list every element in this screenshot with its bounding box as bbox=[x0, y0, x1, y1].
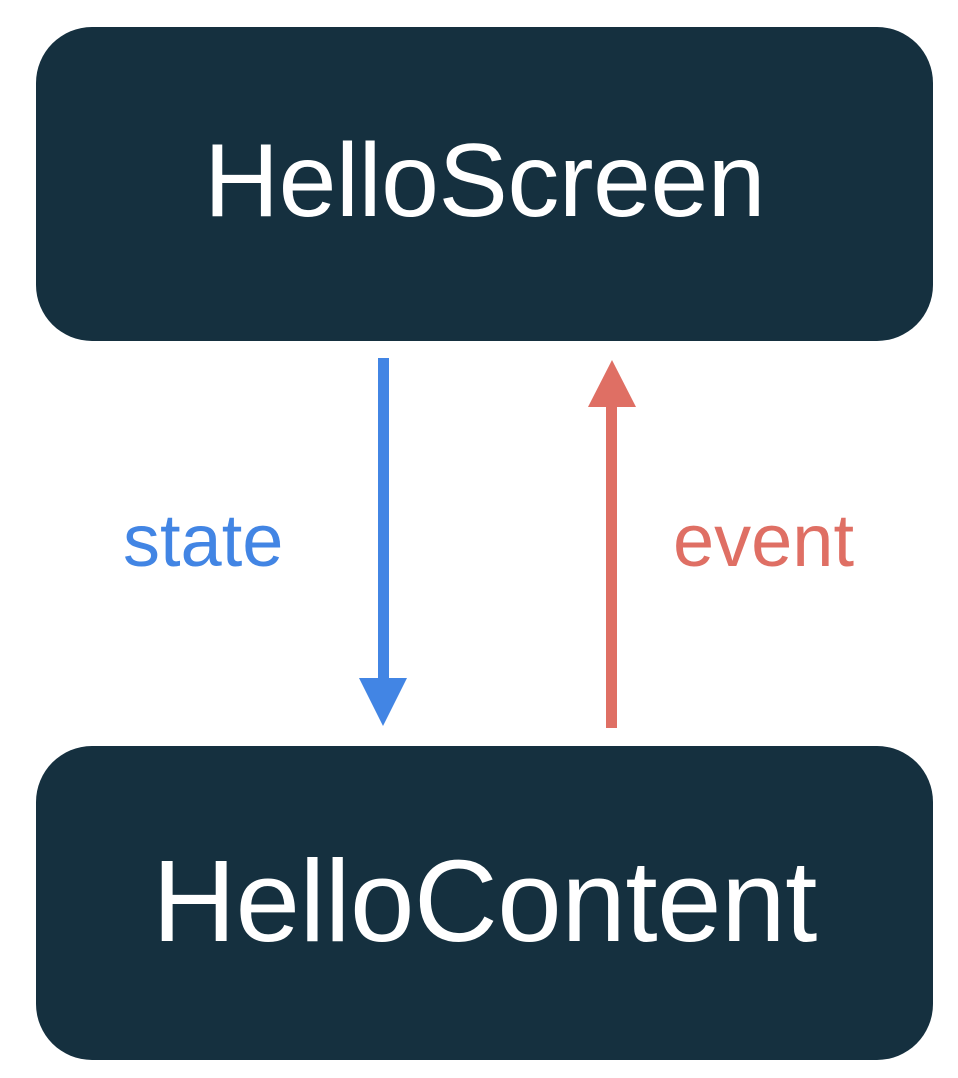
node-hello-content[interactable]: HelloContent bbox=[36, 746, 933, 1060]
state-arrow-head-icon bbox=[359, 678, 407, 726]
node-hello-screen-label: HelloScreen bbox=[203, 123, 766, 239]
state-arrow bbox=[359, 358, 407, 726]
edge-label-event: event bbox=[673, 499, 855, 582]
event-arrow-shaft bbox=[606, 406, 617, 728]
event-arrow-head-icon bbox=[588, 360, 636, 407]
node-hello-content-label: HelloContent bbox=[152, 836, 817, 966]
node-hello-screen[interactable]: HelloScreen bbox=[36, 27, 933, 341]
state-arrow-shaft bbox=[378, 358, 389, 680]
event-arrow bbox=[588, 360, 636, 728]
edge-label-state: state bbox=[123, 499, 284, 582]
